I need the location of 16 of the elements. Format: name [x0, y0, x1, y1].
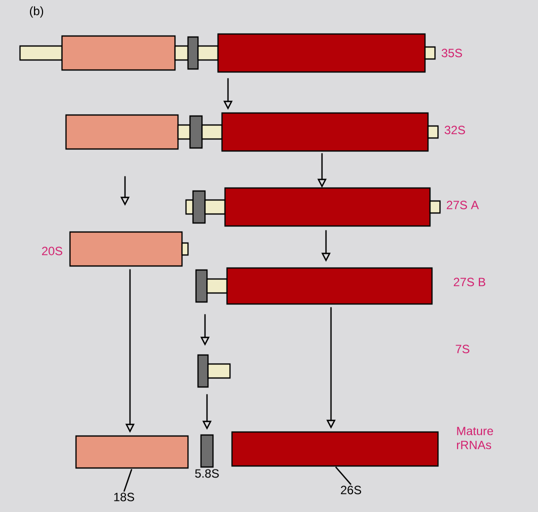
rrna-bar	[231, 431, 439, 467]
panel-label: (b)	[30, 6, 44, 18]
rrna-label: 32S	[444, 126, 465, 134]
rrna-bar	[75, 435, 189, 469]
rrna-label: 27S B	[454, 278, 486, 286]
rrna-label: 18S	[114, 492, 134, 502]
rrna-label: 27S A	[446, 200, 479, 210]
mature-rrna-label: Mature rRNAs	[457, 426, 493, 450]
leader-line	[123, 468, 132, 492]
rrna-label: 5.8S	[195, 469, 219, 478]
rrna-label: 26S	[340, 486, 362, 494]
rrna-precursor-drawing	[197, 354, 231, 388]
rrna-label: 20S	[42, 246, 62, 256]
leader-line	[335, 466, 352, 485]
rrna-label: 35S	[442, 48, 462, 58]
rrna-label: 7S	[456, 344, 470, 354]
